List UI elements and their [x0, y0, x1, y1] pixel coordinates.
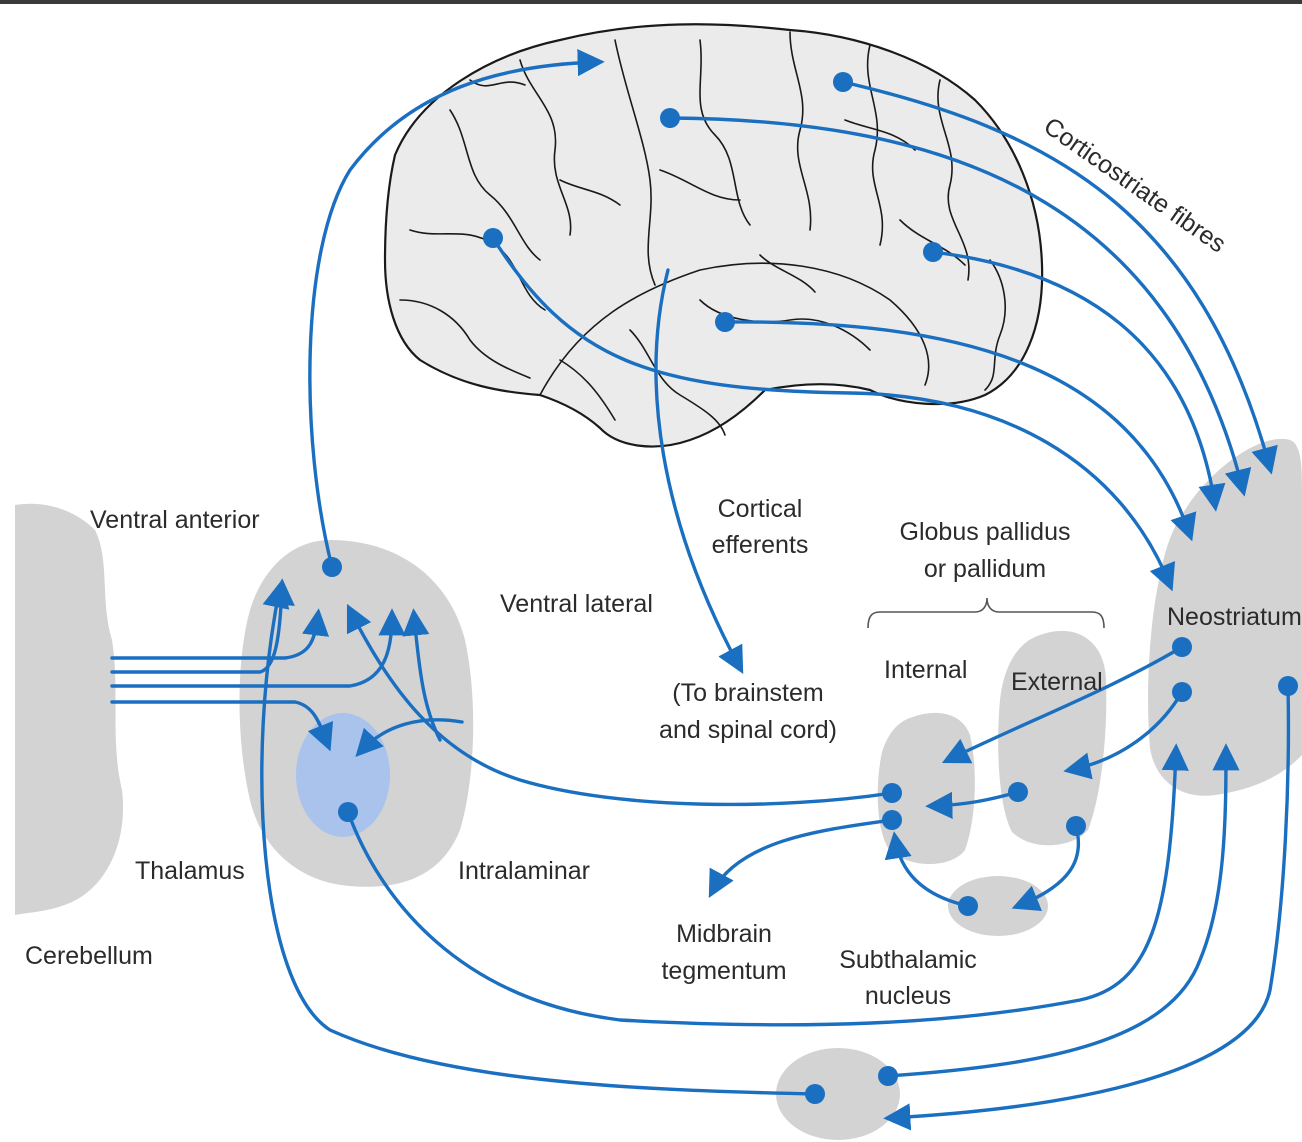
dot-neostriatum-2	[1172, 682, 1192, 702]
midbrain-to-neostriatum-path	[886, 743, 1240, 1078]
dot-midbrain-2	[878, 1066, 898, 1086]
dot-cortex-superior	[833, 72, 853, 92]
label-external: External	[1011, 668, 1103, 696]
label-internal: Internal	[884, 656, 967, 684]
label-cerebellum: Cerebellum	[25, 942, 153, 970]
origin-dots	[322, 72, 1298, 1104]
dot-cortex-parietal	[923, 242, 943, 262]
label-brainstem-1: (To brainstem	[672, 679, 823, 707]
cerebellar-input-4	[110, 700, 334, 752]
dot-subthalamic	[958, 896, 978, 916]
label-neostriatum: Neostriatum	[1167, 603, 1302, 631]
label-midbrain-2: tegmentum	[661, 957, 786, 985]
pallidum-to-thalamus-path	[346, 603, 894, 807]
pallidum-to-midbrain-tegmentum-path	[708, 818, 894, 898]
neostriatum-to-midbrain-path	[883, 684, 1291, 1131]
subthalamic-to-internal-pallidum-path	[884, 831, 970, 908]
label-ventral-anterior: Ventral anterior	[90, 506, 260, 534]
pathways	[110, 49, 1291, 1131]
pallidum-to-intralaminar-branch	[355, 718, 464, 757]
dot-neostriatum-1	[1172, 637, 1192, 657]
dot-cortex-occipital	[483, 228, 503, 248]
dot-ventral-anterior	[322, 557, 342, 577]
external-to-subthalamic-path	[1011, 824, 1081, 911]
label-globus-pallidus-2: or pallidum	[924, 555, 1046, 583]
label-subthalamic-1: Subthalamic	[839, 946, 977, 974]
label-thalamus: Thalamus	[135, 857, 245, 885]
top-border	[0, 0, 1302, 4]
dot-neostriatum-3	[1278, 676, 1298, 696]
dot-internal-pallidum-2	[882, 810, 902, 830]
pallidum-to-ventral-lateral-branch	[402, 608, 442, 742]
intralaminar-to-neostriatum-path	[346, 743, 1189, 1027]
corticostriate-path-5	[491, 236, 1176, 592]
globus-pallidus-bracket	[867, 597, 1105, 629]
label-cortical-efferents-2: efferents	[712, 531, 809, 559]
external-pallidum-shape	[998, 630, 1107, 846]
dot-cortex-frontal	[660, 108, 680, 128]
label-cortical-efferents-1: Cortical	[718, 495, 803, 523]
cerebellar-input-1	[110, 608, 330, 660]
cerebellum-shape	[15, 503, 124, 915]
dot-internal-pallidum-1	[882, 783, 902, 803]
label-corticostriate-fibres: Corticostriate fibres	[1039, 112, 1231, 258]
dot-midbrain-1	[805, 1084, 825, 1104]
dot-external-pallidum-2	[1066, 816, 1086, 836]
neostriatum-to-internal-pallidum-path	[941, 645, 1184, 764]
cortical-efferents-path	[654, 268, 744, 674]
label-globus-pallidus-1: Globus pallidus	[900, 518, 1071, 546]
dot-intralaminar	[338, 802, 358, 822]
dot-external-pallidum-1	[1008, 782, 1028, 802]
corticostriate-path-2	[668, 116, 1252, 497]
label-intralaminar: Intralaminar	[458, 857, 590, 885]
corticostriate-path-1	[841, 80, 1278, 475]
label-ventral-lateral: Ventral lateral	[500, 590, 653, 618]
label-midbrain-1: Midbrain	[676, 920, 772, 948]
corticostriate-path-4	[723, 320, 1197, 542]
ventral-anterior-to-cortex-path	[308, 49, 605, 569]
dot-cortex-temporal	[715, 312, 735, 332]
midbrain-to-thalamus-path	[260, 580, 817, 1096]
neostriatum-to-external-pallidum-path	[1063, 690, 1184, 780]
label-brainstem-2: and spinal cord)	[659, 716, 837, 744]
midbrain-nucleus-shape	[776, 1048, 900, 1140]
corticostriate-path-3	[931, 250, 1226, 512]
label-subthalamic-2: nucleus	[865, 982, 951, 1010]
